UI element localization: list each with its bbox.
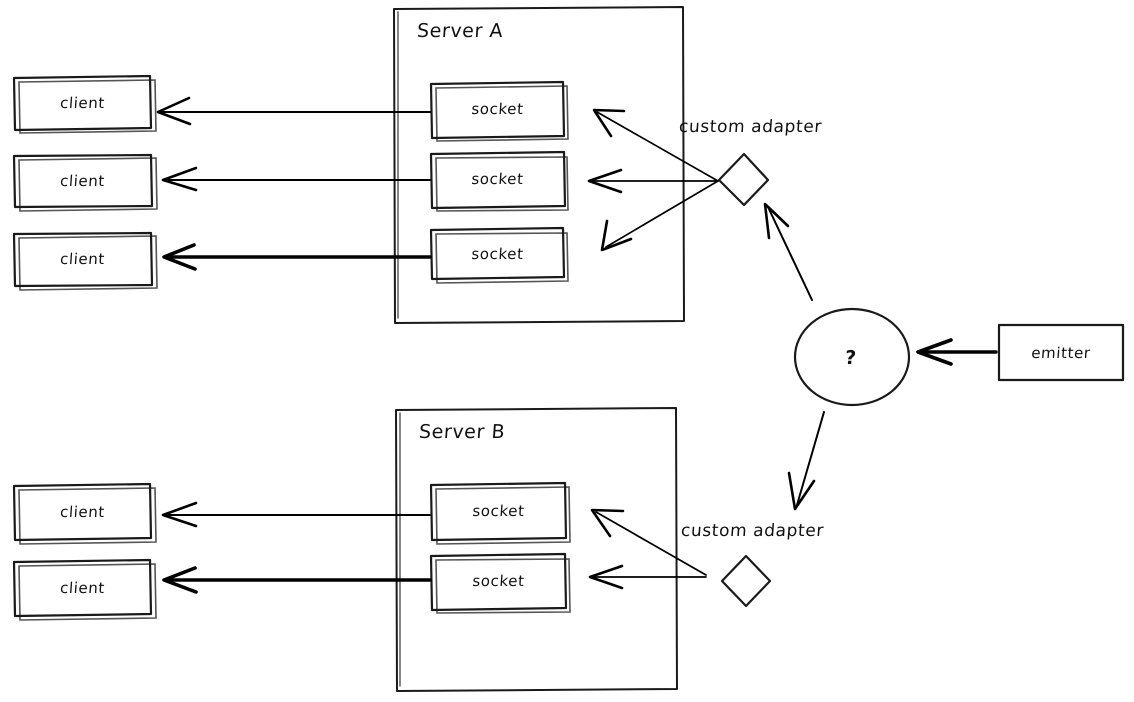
server-b-socket-label-1: socket [471,502,526,520]
arrow-emitter-to-broker [916,338,998,366]
arrow-socket-a2-to-client-a2 [161,166,431,192]
arrow-broker-to-adapter-a [763,202,813,301]
server-a-container [393,6,685,324]
arrow-broker-to-adapter-b [787,411,825,511]
client-label-b1: client [59,503,106,521]
custom-adapter-a-label: custom adapter [678,117,823,137]
arrow-adapter-a-to-socket-3 [600,180,719,252]
arrow-socket-b2-to-client-b2 [162,566,432,594]
server-a-socket-label-2: socket [470,170,525,188]
server-a-title: Server A [416,20,504,42]
client-label-a2: client [59,172,106,190]
client-box-a3 [12,231,158,291]
custom-adapter-a-diamond [717,152,770,207]
arrow-socket-a1-to-client-a1 [156,96,431,126]
client-box-a1 [12,74,157,134]
arrow-adapter-b-to-socket-2 [588,564,707,590]
server-a-socket-label-3: socket [470,245,525,263]
server-a-socket-box-1 [429,80,569,142]
emitter-box [997,323,1125,382]
server-b-socket-box-2 [429,552,571,614]
broker-label: ? [844,347,858,369]
server-a-socket-label-1: socket [470,100,525,118]
client-label-b2: client [59,579,106,597]
client-box-a2 [12,153,158,212]
emitter-label: emitter [1030,344,1092,362]
client-label-a1: client [59,94,106,112]
client-label-a3: client [59,250,106,268]
server-b-socket-box-1 [429,481,571,545]
server-b-container [395,407,678,692]
custom-adapter-b-diamond [720,554,772,608]
server-b-socket-label-2: socket [471,572,526,590]
broker-ellipse [793,307,911,407]
arrow-socket-b1-to-client-b1 [161,501,431,528]
client-box-b2 [12,558,157,621]
arrow-socket-a3-to-client-a3 [162,243,432,271]
arrow-adapter-a-to-socket-1 [592,108,719,182]
server-a-socket-box-2 [429,150,569,212]
arrow-adapter-a-to-socket-2 [587,168,719,194]
server-b-title: Server B [418,421,506,443]
custom-adapter-b-label: custom adapter [680,521,825,541]
client-box-b1 [12,482,157,545]
arrow-adapter-b-to-socket-1 [590,508,707,576]
server-a-socket-box-3 [429,226,569,284]
